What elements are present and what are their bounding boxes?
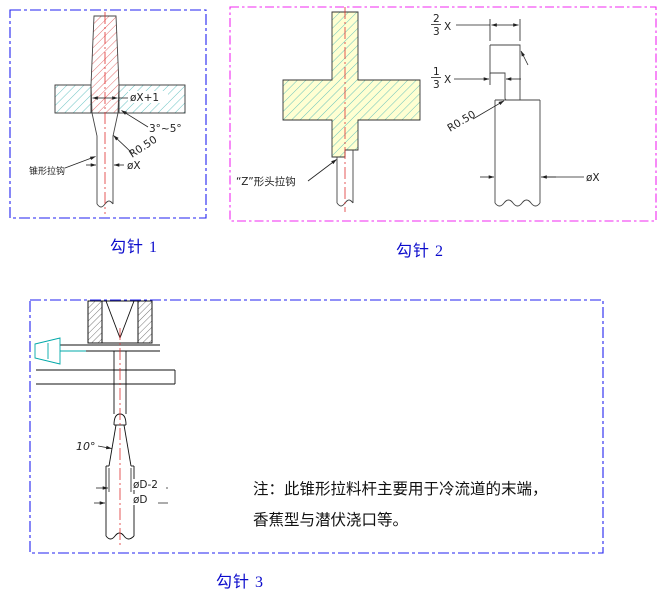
pin-section: [90, 15, 120, 208]
figure2-drawing: “Z”形头拉钩 2 3: [229, 6, 657, 222]
cooling-detail: [34, 337, 86, 365]
dim-two-thirds-den: 3: [433, 26, 440, 38]
dim-two-thirds-num: 2: [433, 13, 440, 25]
figure3-caption: 勾针 3: [216, 574, 265, 591]
dim-angle-label: 10°: [76, 440, 96, 453]
z-head-detail-outline: [489, 44, 541, 207]
part-name-leader-line: [64, 156, 96, 169]
z-pin-cross-section: [282, 11, 421, 207]
break-line: [105, 532, 135, 540]
figure1-border: [9, 9, 207, 219]
dim-body-label-bg: [132, 494, 158, 505]
mold-assembly: [36, 300, 176, 414]
dim-one-third-den: 3: [433, 79, 440, 91]
dim-one-third-sym: X: [444, 74, 451, 86]
figure1-frame: øX+1 3°~5° R0.50 øX 锥形拉钩: [8, 8, 208, 225]
figure3-frame: 10° øD-2 øD 注：此锥形拉料杆主要用于冷流道的末端， 香蕉型: [28, 298, 605, 560]
dim-one-third: [431, 73, 521, 85]
figure2-caption: 勾针 2: [396, 243, 445, 260]
dim-hole-label-bg: [128, 91, 168, 103]
figure1-caption: 勾针 1: [110, 239, 159, 256]
note-line1: 注：此锥形拉料杆主要用于冷流道的末端，: [253, 481, 548, 498]
figure2-border: [229, 6, 657, 222]
note-line2: 香蕉型与潜伏浇口等。: [253, 512, 409, 529]
figure1-drawing: øX+1 3°~5° R0.50 øX 锥形拉钩: [9, 9, 207, 219]
part-name-label: 锥形拉钩: [29, 165, 65, 177]
dim-one-third-num: 1: [433, 66, 440, 78]
dim-two-thirds: [431, 19, 529, 66]
figure3-note: 注：此锥形拉料杆主要用于冷流道的末端， 香蕉型与潜伏浇口等。: [253, 474, 548, 536]
dim-radius-label: R0.50: [127, 134, 159, 161]
part-name-leader-line: [307, 159, 337, 182]
radius-leader-line: [113, 135, 133, 154]
dim-taper-label: 3°~5°: [149, 123, 182, 135]
dim-radius-label: R0.50: [445, 108, 477, 134]
dim-body-dia-label: øD: [133, 494, 148, 506]
angle-leader-line: [97, 445, 112, 450]
dim-pin-dia-label: øX: [586, 172, 600, 184]
dim-two-thirds-sym: X: [444, 21, 451, 33]
part-name-label: “Z”形头拉钩: [236, 175, 296, 188]
radius-leader-line: [472, 100, 505, 120]
dim-pin-dia-label: øX: [127, 160, 141, 172]
puller-pin: [105, 413, 135, 540]
break-line: [494, 199, 541, 207]
dim-head-label-bg: [132, 479, 166, 490]
figure2-frame: “Z”形头拉钩 2 3: [228, 5, 658, 228]
figure3-border: [29, 299, 604, 554]
taper-leader-line: [121, 110, 149, 128]
dim-head-dia-label: øD-2: [133, 479, 158, 491]
dim-hole-dia-label: øX+1: [130, 92, 159, 104]
figure3-drawing: 10° øD-2 øD: [29, 299, 604, 554]
